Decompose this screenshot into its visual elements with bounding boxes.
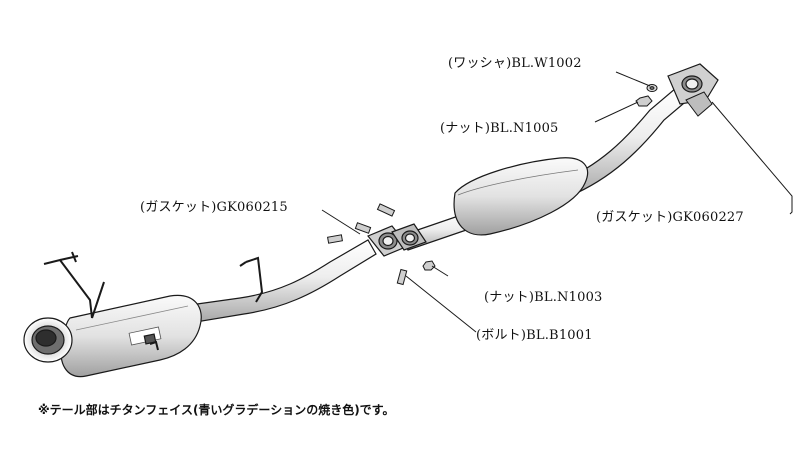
hanger-brackets <box>43 251 264 351</box>
tail-finish-note: ※テール部はチタンフェイス(青いグラデーションの焼き色)です。 <box>38 403 395 417</box>
leader-lines <box>321 71 793 333</box>
middle-joint <box>367 223 427 257</box>
rear-gasket <box>685 91 713 117</box>
label-bolt: (ボルト)BL.B1001 <box>476 328 593 343</box>
middle-bolts <box>327 203 436 286</box>
nut-upper-part <box>635 95 653 107</box>
intermediate-pipe <box>189 239 377 323</box>
label-gasket-mid: (ガスケット)GK060215 <box>140 200 288 215</box>
main-muffler <box>60 294 202 378</box>
titanium-tail-tip <box>23 317 73 363</box>
label-washer: (ワッシャ)BL.W1002 <box>448 56 582 71</box>
label-gasket-rear: (ガスケット)GK060227 <box>596 210 744 225</box>
label-nut-lower: (ナット)BL.N1003 <box>484 290 603 305</box>
center-muffler <box>453 157 589 236</box>
label-nut-upper: (ナット)BL.N1005 <box>440 121 559 136</box>
